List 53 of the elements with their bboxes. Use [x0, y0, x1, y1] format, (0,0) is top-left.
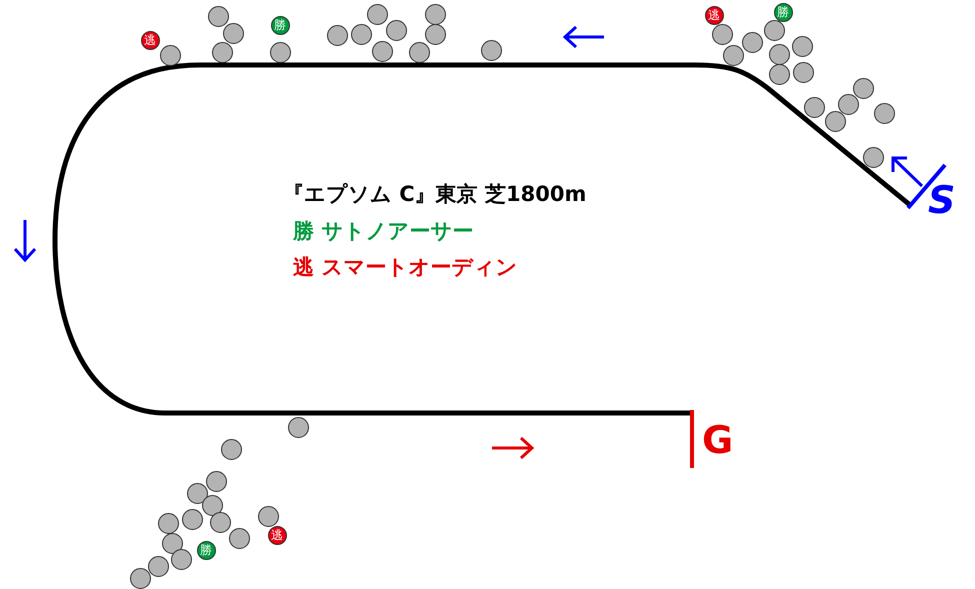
horse-circle — [792, 62, 814, 82]
horse-circle — [258, 506, 278, 526]
horse-circle — [130, 568, 150, 588]
horse-circle — [424, 24, 446, 44]
horse-circle — [208, 6, 228, 26]
horse-marker: 逃 — [268, 526, 286, 544]
horse-marker: 勝 — [270, 16, 290, 34]
horse-circle — [220, 438, 242, 460]
horse-circle — [386, 20, 406, 40]
horse-circle — [804, 96, 824, 118]
horse-circle — [366, 4, 388, 24]
horse-circle — [162, 532, 182, 554]
horse-circle — [350, 24, 372, 44]
horse-circle — [372, 40, 392, 62]
horse-circle — [480, 40, 502, 60]
horse-circle — [212, 42, 232, 62]
horse-circle — [186, 482, 208, 504]
start-mark: S — [928, 178, 956, 222]
horse-circle — [408, 42, 430, 62]
horse-circle — [792, 36, 812, 56]
horse-circle — [742, 32, 762, 52]
horse-marker: 逃 — [140, 30, 160, 50]
horse-marker: 勝 — [196, 540, 216, 560]
race-title: 『エプソム C』東京 芝1800m — [283, 181, 586, 208]
horse-circle — [768, 64, 790, 84]
horse-circle — [424, 4, 446, 24]
horse-circle — [862, 146, 884, 168]
horse-circle — [202, 494, 222, 516]
horse-circle — [158, 512, 178, 534]
horse-circle — [148, 556, 168, 576]
horse-circle — [206, 470, 226, 492]
horse-circle — [838, 94, 858, 114]
horse-circle — [712, 24, 732, 44]
horse-circle — [270, 42, 290, 62]
horse-circle — [764, 20, 784, 40]
horse-circle — [288, 416, 308, 438]
winner-text: 勝 サトノアーサー — [293, 218, 474, 245]
front-runner-text: 逃 スマートオーディン — [293, 254, 518, 281]
horse-circle — [326, 24, 348, 46]
horse-marker: 勝 — [774, 2, 792, 22]
goal-mark: G — [702, 418, 734, 462]
horse-circle — [852, 78, 874, 98]
horse-circle — [222, 22, 244, 44]
horse-circle — [228, 528, 250, 548]
horse-circle — [170, 548, 192, 570]
horse-circle — [160, 44, 180, 66]
horse-circle — [722, 44, 744, 66]
horse-circle — [768, 44, 790, 64]
horse-circle — [874, 102, 894, 124]
horse-circle — [182, 508, 202, 530]
horse-marker: 逃 — [704, 6, 724, 24]
horse-circle — [210, 512, 230, 532]
horse-circle — [824, 110, 846, 132]
